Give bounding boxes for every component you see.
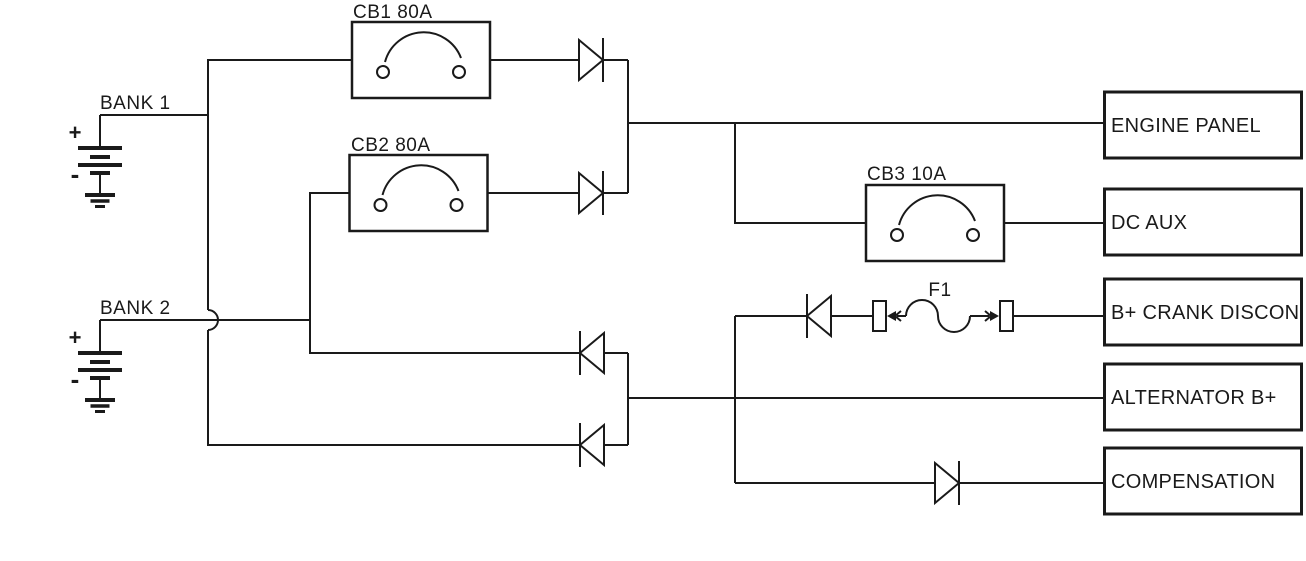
breaker-symbol (348, 153, 489, 233)
wire-bank1-bus-lower (207, 330, 580, 446)
diode-icon (578, 170, 604, 216)
diode-cb2-output (578, 170, 604, 216)
alternator-label: ALTERNATOR B+ (1111, 387, 1277, 409)
crank-disconnect-label: B+ CRANK DISCON (1111, 302, 1299, 324)
diode-crank-branch (806, 293, 832, 339)
load-box-alternator: ALTERNATOR B+ (1103, 362, 1303, 432)
bank1-label: BANK 1 (100, 93, 171, 114)
wire-bank2-bus (309, 192, 580, 354)
diode-compensation-branch (934, 460, 960, 506)
cb3-label: CB3 10A (867, 164, 947, 185)
cb1-label: CB1 80A (353, 2, 433, 23)
load-box-compensation: COMPENSATION (1103, 446, 1303, 516)
bank2-minus-sign: - (71, 364, 80, 394)
diode-icon (579, 422, 605, 468)
wire-bank1-bus-upper (207, 59, 352, 310)
diode-icon (579, 330, 605, 376)
fuse-arrow-right (990, 311, 999, 321)
fuse-arrow-left (887, 311, 896, 321)
diode-charge-bank1 (579, 422, 605, 468)
breaker-symbol (350, 20, 492, 100)
diode-charge-bank2 (579, 330, 605, 376)
fuse-clip-left (872, 300, 887, 332)
diode-icon (578, 37, 604, 83)
bank1-plus-sign: + (69, 120, 82, 145)
diode-cb1-output (578, 37, 604, 83)
breaker-symbol (864, 183, 1006, 263)
diode-icon (934, 460, 960, 506)
battery-bank-1: + - (69, 113, 124, 209)
dc-aux-label: DC AUX (1111, 212, 1187, 234)
battery-bank-2: + - (69, 318, 124, 414)
f1-label: F1 (928, 280, 951, 301)
load-box-engine-panel: ENGINE PANEL (1103, 90, 1303, 160)
fuse-element (905, 299, 971, 333)
fuse-f1 (872, 299, 1014, 333)
bank2-label: BANK 2 (100, 298, 171, 319)
load-box-dc-aux: DC AUX (1103, 187, 1303, 257)
diode-icon (806, 293, 832, 339)
battery-symbol (76, 113, 124, 209)
load-box-crank-disconnect: B+ CRANK DISCON (1103, 277, 1303, 347)
bank1-minus-sign: - (71, 159, 80, 189)
fuse-clip-right (999, 300, 1014, 332)
circuit-breaker-cb3 (864, 183, 1006, 263)
wire-cb3-feed (734, 123, 866, 224)
cb2-label: CB2 80A (351, 135, 431, 156)
circuit-breaker-cb1 (350, 20, 492, 100)
compensation-label: COMPENSATION (1111, 471, 1275, 493)
circuit-breaker-cb2 (348, 153, 489, 233)
engine-panel-label: ENGINE PANEL (1111, 115, 1261, 137)
battery-symbol (76, 318, 124, 414)
fuse-chevron-left (893, 310, 902, 322)
bank2-plus-sign: + (69, 325, 82, 350)
